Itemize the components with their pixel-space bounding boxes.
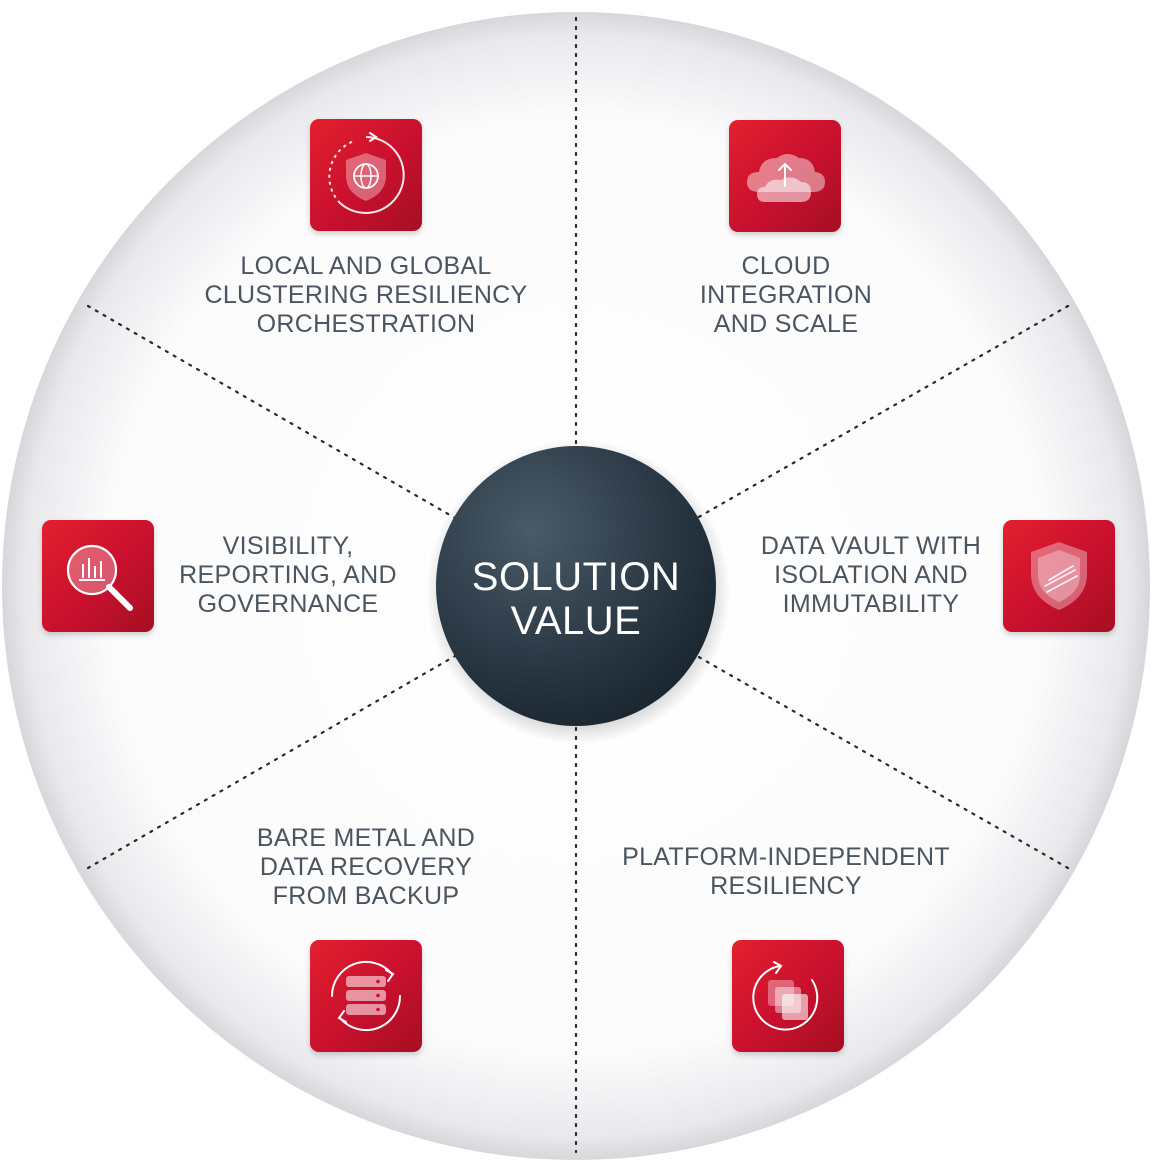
- segment-4-line-1: BARE METAL AND: [256, 824, 476, 852]
- server-sync-icon: [330, 960, 402, 1032]
- segment-0-line-2: CLUSTERING RESILIENCY: [204, 281, 528, 309]
- segment-0-icon-tile: [310, 119, 422, 231]
- divider-top-right: [695, 304, 1070, 520]
- segment-3-line-2: RESILIENCY: [710, 872, 862, 900]
- segment-0-label: LOCAL AND GLOBAL CLUSTERING RESILIENCY O…: [204, 252, 527, 339]
- hub-title: SOLUTION VALUE: [472, 555, 680, 643]
- segment-0-line-3: ORCHESTRATION: [256, 310, 476, 338]
- segment-2-line-3: IMMUTABILITY: [782, 590, 960, 618]
- segment-5-icon-tile: [42, 520, 154, 632]
- segment-4-line-2: DATA RECOVERY: [259, 853, 473, 881]
- segment-5-label: VISIBILITY, REPORTING, AND GOVERNANCE: [179, 532, 397, 619]
- segment-5-line-2: REPORTING, AND: [179, 561, 397, 589]
- segment-4-label: BARE METAL AND DATA RECOVERY FROM BACKUP: [257, 824, 475, 911]
- segment-3-label: PLATFORM-INDEPENDENT RESILIENCY: [622, 843, 950, 901]
- divider-bottom-left: [86, 654, 457, 870]
- segment-3-icon-tile: [732, 940, 844, 1052]
- segment-1-line-1: CLOUD: [741, 252, 831, 280]
- segment-5-line-3: GOVERNANCE: [197, 590, 379, 618]
- hub-title-line-2: VALUE: [510, 599, 642, 643]
- segment-5-line-1: VISIBILITY,: [222, 532, 354, 560]
- segment-1-icon-tile: [729, 120, 841, 232]
- segment-1-line-2: INTEGRATION: [699, 281, 873, 309]
- divider-bottom-right: [695, 654, 1070, 870]
- segment-2-icon-tile: [1003, 520, 1115, 632]
- cloud-upload-icon: [747, 154, 825, 202]
- segment-4-icon-tile: [310, 940, 422, 1052]
- magnifier-chart-icon: [66, 544, 133, 611]
- segment-2-line-1: DATA VAULT WITH: [760, 532, 982, 560]
- layers-refresh-icon: [752, 961, 819, 1031]
- shield-icon: [1031, 542, 1087, 610]
- divider-top-left: [86, 304, 457, 520]
- segment-2-line-2: ISOLATION AND: [774, 561, 968, 589]
- hub-circle: [436, 446, 716, 726]
- segment-2-label: DATA VAULT WITH ISOLATION AND IMMUTABILI…: [761, 532, 981, 619]
- segment-0-line-1: LOCAL AND GLOBAL: [240, 252, 492, 280]
- segment-dividers: [86, 16, 1070, 1154]
- shield-globe-icon: [328, 132, 405, 214]
- segment-1-label: CLOUD INTEGRATION AND SCALE: [700, 252, 872, 339]
- hub-title-line-1: SOLUTION: [471, 555, 681, 599]
- segment-4-line-3: FROM BACKUP: [272, 882, 460, 910]
- segment-3-line-1: PLATFORM-INDEPENDENT: [622, 843, 950, 871]
- segment-1-line-3: AND SCALE: [713, 310, 859, 338]
